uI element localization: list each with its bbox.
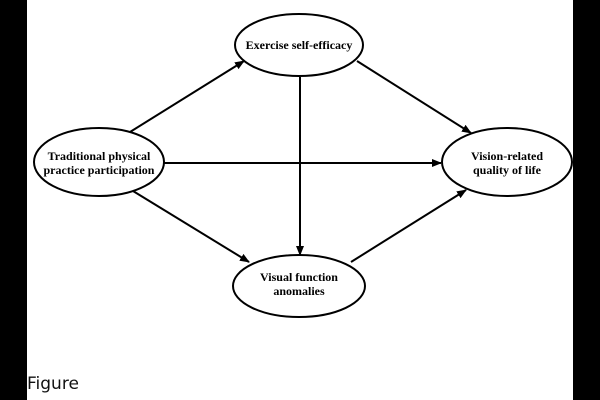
- node-label-line: quality of life: [473, 163, 542, 177]
- figure-canvas: Traditional physical practice participat…: [27, 0, 573, 400]
- node-label-line: Exercise self-efficacy: [246, 38, 353, 52]
- node-label-line: practice participation: [44, 163, 155, 177]
- node-exercise-self-efficacy: Exercise self-efficacy: [234, 13, 364, 77]
- path-diagram: Traditional physical practice participat…: [33, 13, 573, 318]
- node-label-line: Traditional physical: [48, 149, 151, 163]
- edge-tpp-vfa: [132, 190, 250, 263]
- edge-ese-vrq: [356, 60, 472, 134]
- edge-vfa-vrq: [350, 189, 467, 263]
- node-label-line: Vision-related: [471, 149, 543, 163]
- node-label-line: Visual function: [260, 270, 338, 284]
- edge-tpp-ese: [129, 60, 245, 133]
- node-visual-function-anomalies: Visual function anomalies: [232, 254, 366, 318]
- node-traditional-physical-practice: Traditional physical practice participat…: [33, 127, 165, 197]
- node-vision-related-qol: Vision-related quality of life: [441, 127, 573, 197]
- node-label-line: anomalies: [273, 284, 325, 298]
- figure-caption: Figure: [27, 374, 79, 394]
